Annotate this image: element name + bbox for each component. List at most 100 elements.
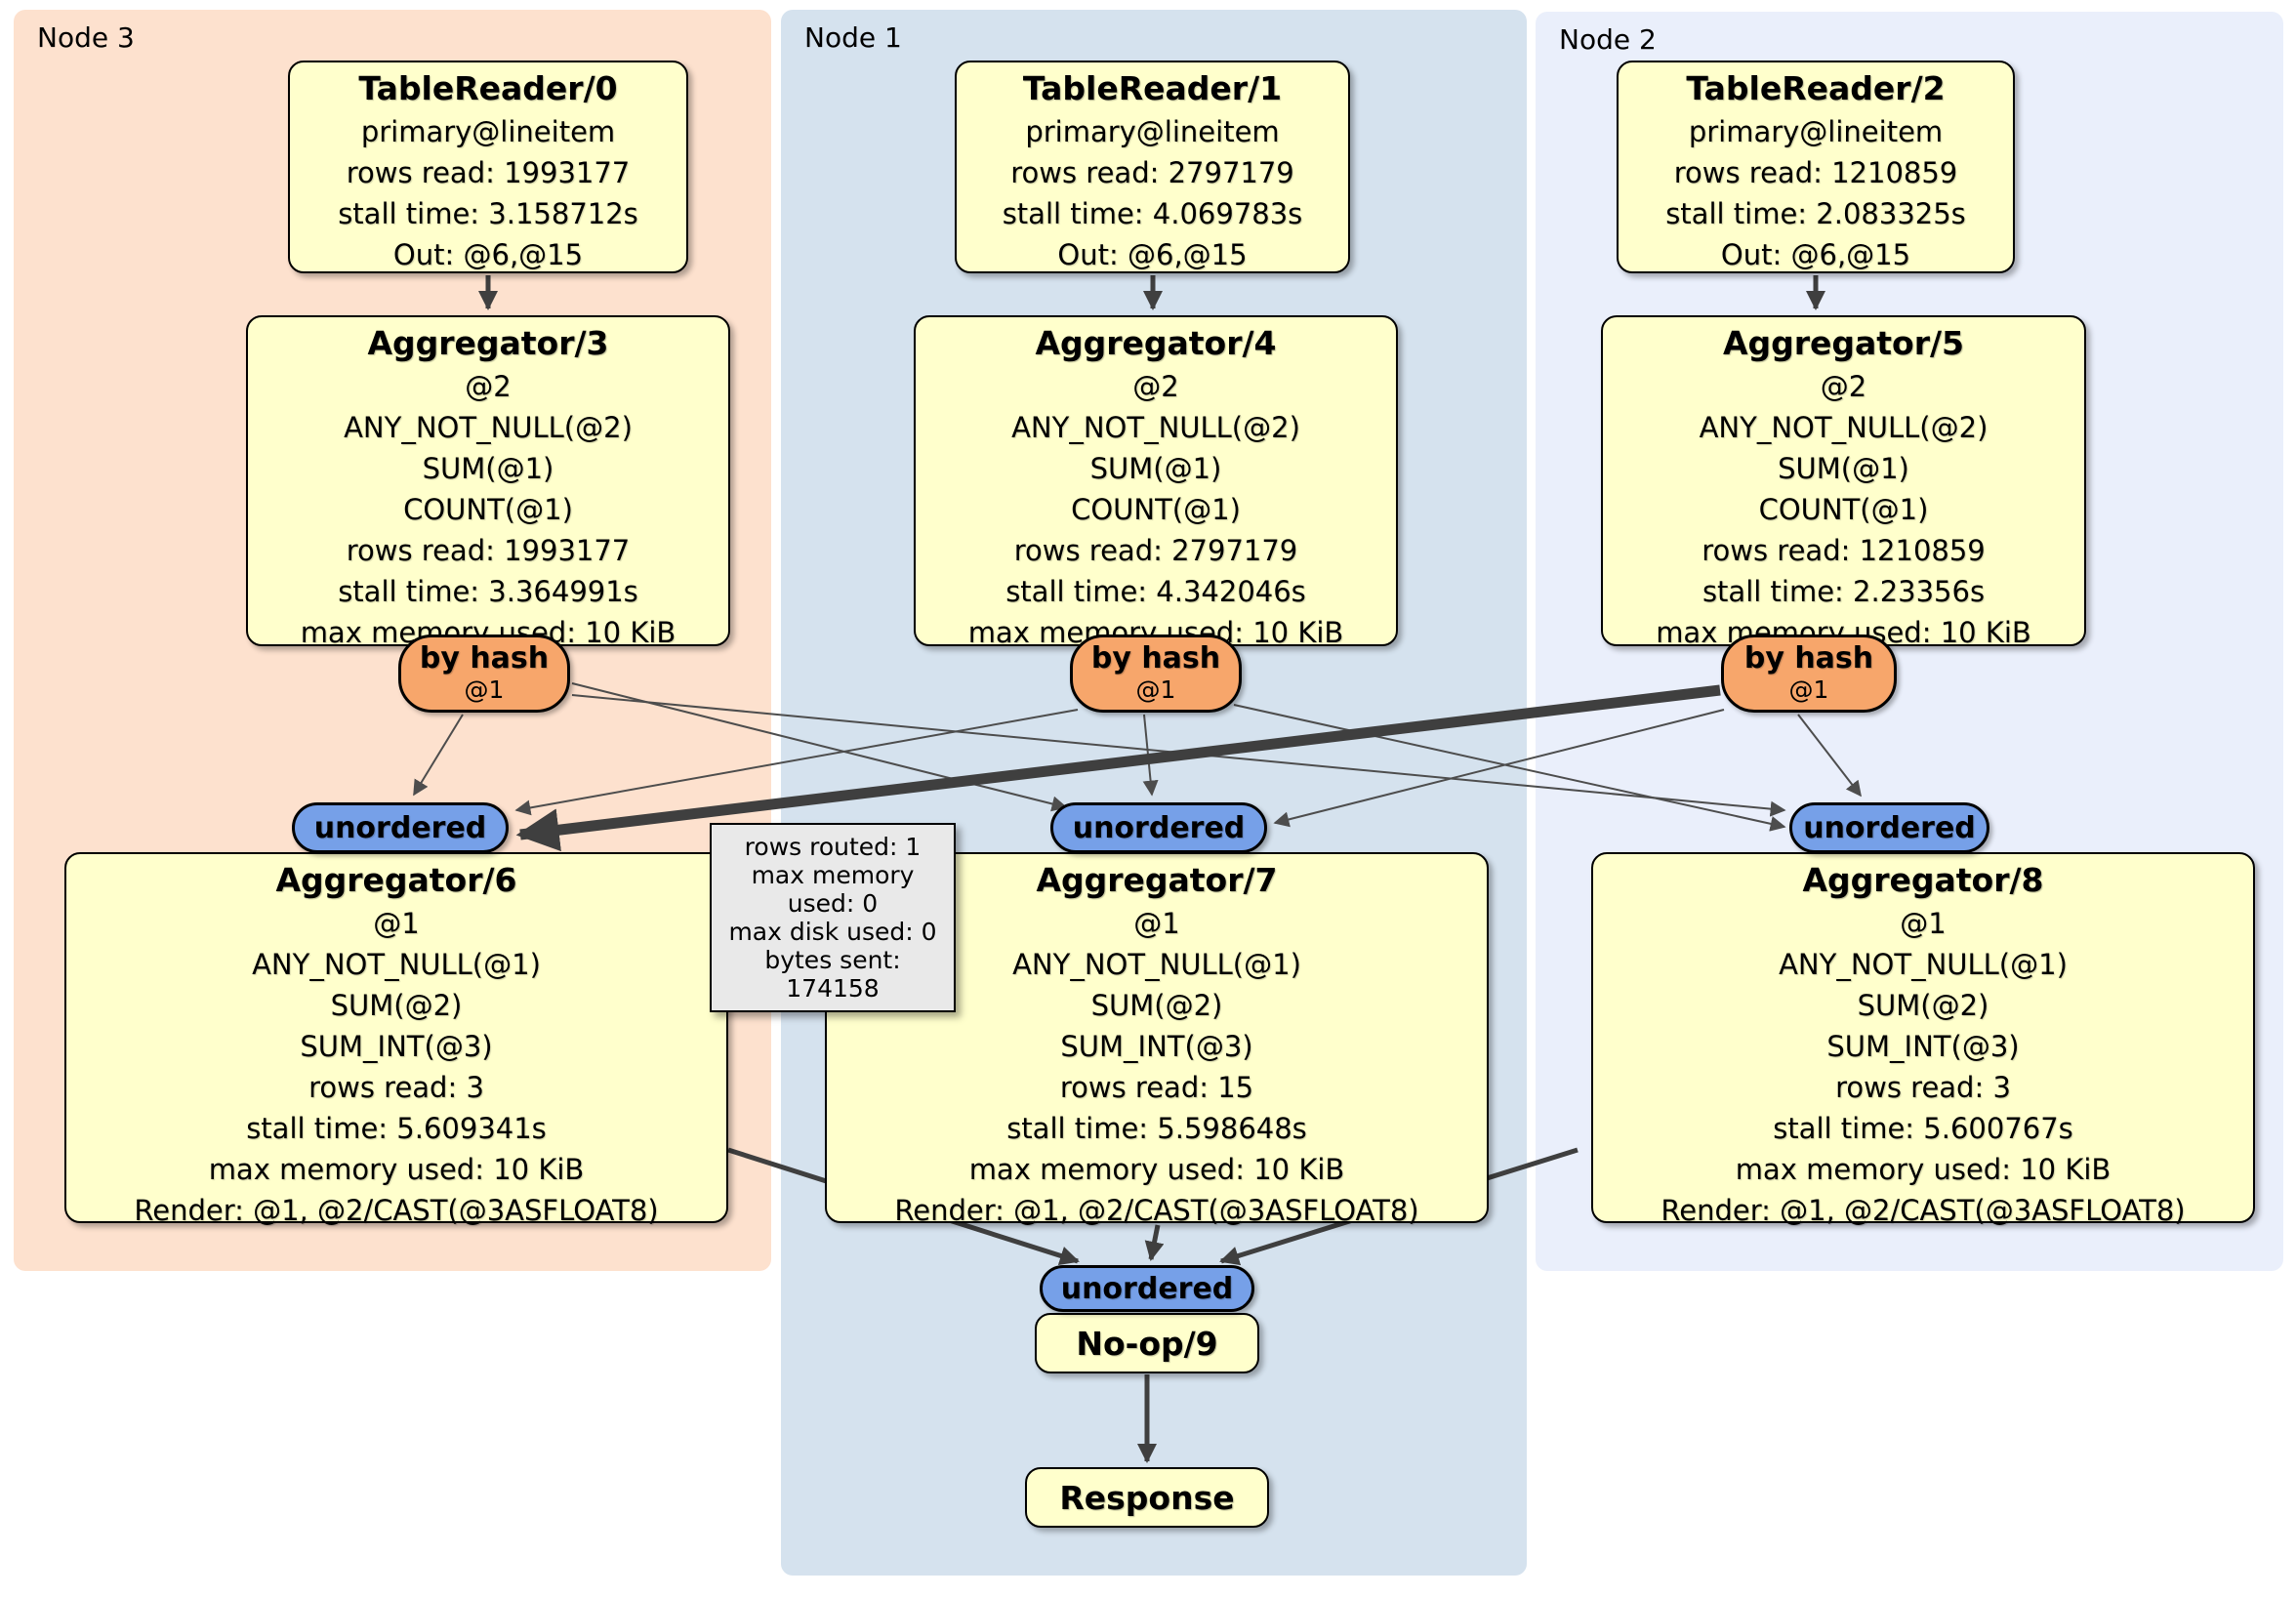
node-tablereader-2: TableReader/2 primary@lineitem rows read… <box>1617 61 2015 273</box>
node-noop-9: No-op/9 <box>1035 1313 1259 1373</box>
node-line: Render: @1, @2/CAST(@3ASFLOAT8) <box>1660 1194 2186 1227</box>
node-line: @1 <box>1133 907 1180 940</box>
node-line: SUM(@1) <box>1778 452 1909 485</box>
edge-byhash2-unordered1 <box>1273 709 1725 828</box>
node-title: Aggregator/7 <box>1036 861 1278 899</box>
node-aggregator-5: Aggregator/5 @2 ANY_NOT_NULL(@2) SUM(@1)… <box>1601 315 2086 649</box>
router-tag: @1 <box>1788 676 1829 704</box>
sync-label: unordered <box>1060 1271 1234 1306</box>
node-tablereader-0: TableReader/0 primary@lineitem rows read… <box>288 61 688 273</box>
node-line: stall time: 3.364991s <box>338 575 638 608</box>
node-title: Aggregator/5 <box>1722 324 1965 362</box>
node-line: SUM(@2) <box>330 989 463 1022</box>
node-title: TableReader/1 <box>1022 69 1283 107</box>
node-line: stall time: 3.158712s <box>338 197 638 230</box>
node-line: SUM(@1) <box>1089 452 1222 485</box>
node-line: stall time: 5.600767s <box>1773 1112 2073 1145</box>
node-aggregator-4: Aggregator/4 @2 ANY_NOT_NULL(@2) SUM(@1)… <box>914 315 1398 649</box>
node-line: primary@lineitem <box>1688 115 1944 148</box>
node-tablereader-1: TableReader/1 primary@lineitem rows read… <box>955 61 1350 273</box>
node-line: SUM_INT(@3) <box>1060 1030 1253 1063</box>
sync-unordered-node3: unordered <box>292 802 509 853</box>
node-line: max memory used: 10 KiB <box>208 1153 585 1186</box>
node-line: COUNT(@1) <box>1071 493 1241 526</box>
node-line: ANY_NOT_NULL(@1) <box>252 948 541 981</box>
node-line: max memory used: 10 KiB <box>968 1153 1345 1186</box>
sync-label: unordered <box>313 810 487 845</box>
node-title: Aggregator/8 <box>1802 861 2044 899</box>
region-node1-label: Node 1 <box>804 21 902 54</box>
router-tag: @1 <box>1135 676 1176 704</box>
node-line: ANY_NOT_NULL(@2) <box>1699 411 1988 444</box>
node-title: TableReader/2 <box>1686 69 1946 107</box>
node-line: stall time: 4.069783s <box>1002 197 1303 230</box>
node-line: ANY_NOT_NULL(@2) <box>1011 411 1300 444</box>
node-line: stall time: 5.609341s <box>246 1112 547 1145</box>
node-line: rows read: 2797179 <box>1010 156 1294 189</box>
tooltip-line: rows routed: 1 <box>744 833 922 861</box>
node-line: SUM(@2) <box>1857 989 1989 1022</box>
node-line: rows read: 1993177 <box>346 534 631 567</box>
node-line: Out: @6,@15 <box>1720 238 1911 271</box>
region-node2-label: Node 2 <box>1559 23 1657 56</box>
tooltip-line: max disk used: 0 <box>728 918 937 946</box>
tooltip-line: bytes sent: 174158 <box>764 946 901 1003</box>
node-line: COUNT(@1) <box>403 493 573 526</box>
node-line: Render: @1, @2/CAST(@3ASFLOAT8) <box>134 1194 659 1227</box>
edge-byhash3-unordered1 <box>571 682 1068 812</box>
node-line: Render: @1, @2/CAST(@3ASFLOAT8) <box>894 1194 1419 1227</box>
node-line: SUM_INT(@3) <box>300 1030 493 1063</box>
node-line: primary@lineitem <box>1025 115 1280 148</box>
node-line: rows read: 1993177 <box>346 156 631 189</box>
node-line: stall time: 2.23356s <box>1702 575 1986 608</box>
sync-label: unordered <box>1072 810 1246 845</box>
node-line: rows read: 2797179 <box>1013 534 1298 567</box>
node-line: SUM(@2) <box>1090 989 1223 1022</box>
node-title: No-op/9 <box>1076 1324 1218 1363</box>
node-title: Aggregator/4 <box>1035 324 1277 362</box>
node-line: ANY_NOT_NULL(@1) <box>1012 948 1301 981</box>
node-title: Aggregator/6 <box>275 861 517 899</box>
node-line: @2 <box>465 370 512 403</box>
sync-unordered-node1: unordered <box>1050 802 1267 853</box>
node-aggregator-8: Aggregator/8 @1 ANY_NOT_NULL(@1) SUM(@2)… <box>1591 852 2255 1227</box>
router-label: by hash <box>1743 641 1874 676</box>
node-line: Out: @6,@15 <box>392 238 584 271</box>
router-tag: @1 <box>464 676 505 704</box>
edge-stats-tooltip: rows routed: 1 max memory used: 0 max di… <box>710 823 956 1012</box>
node-line: rows read: 1210859 <box>1673 156 1958 189</box>
node-title: Response <box>1059 1478 1235 1517</box>
router-by-hash-node2: by hash @1 <box>1721 635 1897 713</box>
tooltip-line: max memory used: 0 <box>751 861 915 918</box>
node-line: rows read: 3 <box>1835 1071 2011 1104</box>
node-line: SUM(@1) <box>422 452 554 485</box>
node-title: Aggregator/3 <box>367 324 609 362</box>
node-line: Out: @6,@15 <box>1057 238 1248 271</box>
edge-byhash2-unordered3-highlighted[interactable] <box>515 684 1721 852</box>
node-line: rows read: 15 <box>1059 1071 1254 1104</box>
node-response: Response <box>1025 1467 1269 1528</box>
node-line: stall time: 2.083325s <box>1665 197 1966 230</box>
node-line: @1 <box>1900 907 1947 940</box>
node-line: rows read: 1210859 <box>1702 534 1986 567</box>
router-label: by hash <box>1090 641 1221 676</box>
router-label: by hash <box>419 641 550 676</box>
node-line: stall time: 5.598648s <box>1006 1112 1307 1145</box>
node-line: rows read: 3 <box>308 1071 484 1104</box>
node-line: ANY_NOT_NULL(@1) <box>1779 948 2068 981</box>
sync-label: unordered <box>1803 810 1976 845</box>
edge-byhash1-unordered3 <box>514 709 1079 816</box>
node-line: SUM_INT(@3) <box>1826 1030 2020 1063</box>
edge-byhash2-unordered2 <box>1797 714 1862 798</box>
node-aggregator-6: Aggregator/6 @1 ANY_NOT_NULL(@1) SUM(@2)… <box>64 852 728 1227</box>
node-line: max memory used: 10 KiB <box>1735 1153 2112 1186</box>
sync-unordered-node2: unordered <box>1789 802 1989 853</box>
edge-byhash1-unordered2 <box>1233 704 1786 832</box>
node-aggregator-3: Aggregator/3 @2 ANY_NOT_NULL(@2) SUM(@1)… <box>246 315 730 649</box>
node-line: primary@lineitem <box>360 115 616 148</box>
node-line: ANY_NOT_NULL(@2) <box>344 411 633 444</box>
edge-byhash3-unordered3 <box>413 714 464 797</box>
node-line: @1 <box>373 907 420 940</box>
node-title: TableReader/0 <box>358 69 618 107</box>
